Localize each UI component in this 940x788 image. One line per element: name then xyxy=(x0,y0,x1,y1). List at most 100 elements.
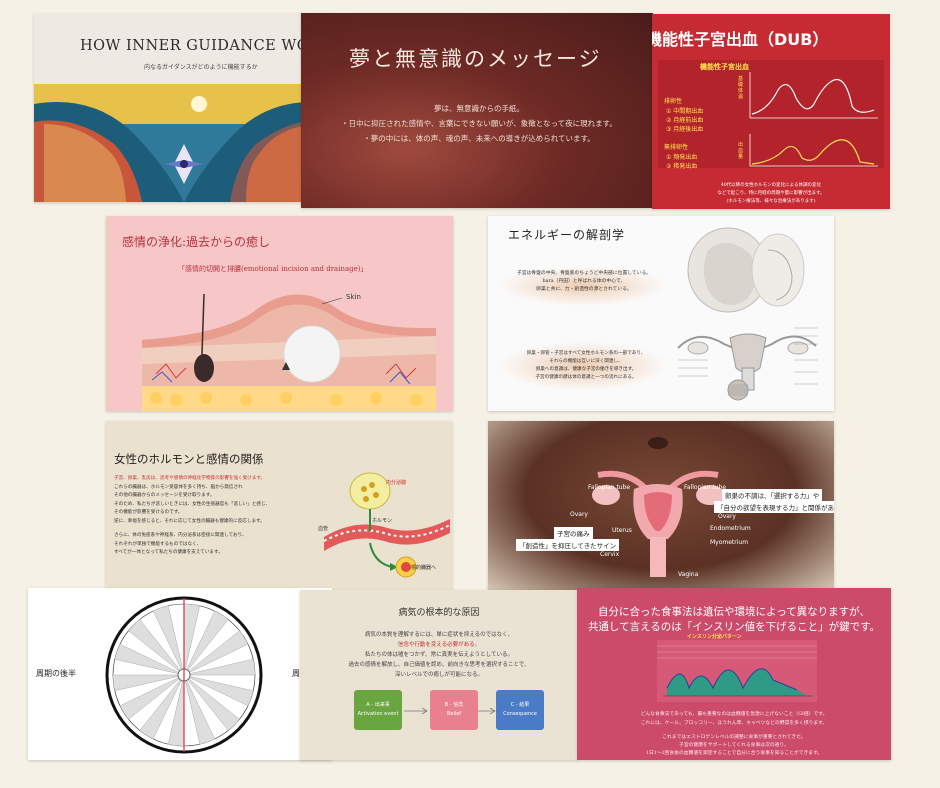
wheel-spoke xyxy=(168,674,185,745)
insulin-chart xyxy=(657,640,817,702)
slide-title: エネルギーの解剖学 xyxy=(508,228,626,242)
callout-uterus-pain: 子宮の痛み xyxy=(554,527,593,539)
wheel-wedge xyxy=(184,675,254,706)
slide-title-line-1: 自分に合った食事法は遺伝や環境によって異なりますが、 xyxy=(598,606,870,618)
wheel-spoke xyxy=(114,674,185,691)
label-hormone: ホルモン xyxy=(372,518,393,524)
slide-line-1: 夢は、無意識からの手紙。 xyxy=(434,104,524,113)
slide-line-2: ・日中に抑圧された感情や、言葉にできない願いが、象徴となって夜に現れます。 xyxy=(341,119,617,128)
wheel-spoke xyxy=(183,674,249,706)
slide-root-cause[interactable]: 病気の根本的な原因 病気の本質を理解するには、単に症状を抑えるのではなく、 信念… xyxy=(300,590,578,760)
text-block-2: 卵巣・卵管・子宮はすべて女性ホルモン系の一部であり、 それらの機能は互いに深く関… xyxy=(526,351,646,380)
slide-uterus-anatomy[interactable]: Fallopian tube Fallopian tube Ovary Ovar… xyxy=(488,421,834,591)
item-anovulatory-1: ① 頻発出血 xyxy=(666,154,698,161)
cycle-second-half-label: 周期の後半 xyxy=(36,669,76,678)
body-line-2: これには、ケール、ブロッコリー、ほうれん草、キャベツなどの野菜を多く摂ります。 xyxy=(640,721,828,726)
item-anovulatory-2: ② 稀発出血 xyxy=(666,163,698,170)
slide-subtitle: 内なるガイダンスがどのように機能するか xyxy=(144,64,258,71)
text-block-1: 子宮は骨盤の中央、骨盤底のちょうど中央部に位置している。 hara（丹田）と呼ば… xyxy=(516,271,652,292)
wheel-spoke xyxy=(183,644,249,676)
slide-title-line-2: 共通して言えるのは「インスリン値を下げること」が鍵です。 xyxy=(587,621,881,633)
wheel-wedge xyxy=(184,675,215,745)
slide-dream-messages[interactable]: 夢と無意識のメッセージ 夢は、無意識からの手紙。 ・日中に抑圧された感情や、言葉… xyxy=(301,13,653,208)
slide-cycle-wheel[interactable]: 周期の後半 周期の前半 xyxy=(28,588,332,760)
callout-ovary-desire: 「自分の欲望を表現する力」と関係がある xyxy=(714,501,834,513)
body-text: 子宮、卵巣、乳房は、思考や感情の神経化学物質の影響を強く受けます。 これらの臓器… xyxy=(114,476,271,555)
label-gland: 内分泌腺 xyxy=(386,480,407,486)
footer-line-2: などで起こり、特に月経の周期や量に影響が出ます。 xyxy=(717,191,825,196)
wheel-wedge xyxy=(184,675,240,731)
wheel-wedge xyxy=(184,611,229,675)
pelvic-anatomy-illustration xyxy=(677,227,818,401)
chart-title: インスリン分泌パターン xyxy=(687,634,742,640)
wheel-spoke xyxy=(183,610,215,676)
wheel-spoke xyxy=(183,630,240,676)
slide-title: HOW INNER GUIDANCE WOR xyxy=(80,38,321,54)
text-glow xyxy=(498,341,668,391)
label-ovary-left: Ovary xyxy=(570,511,588,518)
group-ovulatory: 排卵性 xyxy=(664,98,683,105)
skin-label: Skin xyxy=(346,293,361,301)
body-line-1: どんな食事法であっても、最も重要なのは血糖値を急激に上げないこと（GI値）です。 xyxy=(640,712,828,717)
label-cervix: Cervix xyxy=(600,551,620,558)
slide-hormones-emotions[interactable]: 女性のホルモンと感情の関係 子宮、卵巣、乳房は、思考や感情の神経化学物質の影響を… xyxy=(106,421,452,592)
label-ovary-right: Ovary xyxy=(718,513,736,520)
wheel-spoke xyxy=(139,674,185,731)
chart-panel xyxy=(658,60,884,168)
chart-title: 機能性子宮出血 xyxy=(700,63,749,71)
body-line-4: これまではエストロゲンレベルの調整に食事が重要とされてきた。 xyxy=(662,735,806,740)
footer-line-1: 40代以降の女性ホルモンの変化による体調の変化 xyxy=(720,183,822,188)
cycle-wheel xyxy=(105,596,263,754)
wheel-spoke xyxy=(114,659,185,676)
uterus-illustration xyxy=(592,437,724,577)
y-axis-label-2: 出血量 xyxy=(738,142,744,160)
wheel-wedge xyxy=(114,644,184,675)
body-line-1: 病気の本質を理解するには、単に症状を抑えるのではなく、 xyxy=(364,632,514,638)
wheel-spoke xyxy=(153,610,185,676)
wheel-spoke xyxy=(128,630,185,676)
label-fallopian-right: Fallopian tube xyxy=(684,484,727,491)
wheel-spoke xyxy=(119,674,185,706)
y-axis-label: 基礎体温 xyxy=(738,76,744,100)
label-uterus: Uterus xyxy=(612,527,632,534)
slide-inner-guidance[interactable]: HOW INNER GUIDANCE WOR 内なるガイダンスがどのように機能す… xyxy=(34,14,334,202)
body-line-5: 深いレベルでの癒しが可能になる。 xyxy=(394,672,483,678)
two-faces-illustration xyxy=(34,84,334,202)
wheel-spoke xyxy=(139,619,185,676)
body-line-2: 信念や行動を変える必要がある。 xyxy=(397,642,481,648)
wheel-wedge xyxy=(184,630,248,675)
wheel-wedge xyxy=(120,675,184,720)
skin-cross-section-illustration xyxy=(142,293,436,411)
hormone-diagram xyxy=(323,472,451,578)
slide-title: 女性のホルモンと感情の関係 xyxy=(114,452,264,466)
wheel-wedge xyxy=(153,605,184,675)
slide-title: 病気の根本的な原因 xyxy=(398,608,480,618)
slide-insulin[interactable]: 自分に合った食事法は遺伝や環境によって異なりますが、 共通して言えるのは「インス… xyxy=(577,588,891,760)
abc-arrows xyxy=(404,707,496,715)
body-line-5: 子宮の健康をサポートしてくれる食事は次の通り。 xyxy=(679,743,789,748)
label-target-organ: 標的臓器へ xyxy=(411,565,437,571)
wheel-spoke xyxy=(183,674,254,691)
wheel-spoke xyxy=(128,674,185,720)
wheel-spoke xyxy=(183,619,229,676)
slide-emotional-cleansing[interactable]: 感情の浄化:過去からの癒し 「感情的切開と排膿(emotional incisi… xyxy=(106,216,453,411)
slide-line-3: ・夢の中には、体の声、魂の声、未来への導きが込められています。 xyxy=(363,134,595,143)
text-glow xyxy=(498,266,668,306)
slide-title: 機能性子宮出血（DUB） xyxy=(652,30,829,49)
bleeding-curves xyxy=(749,72,878,167)
label-endometrium: Endometrium xyxy=(710,525,751,532)
wheel-spoke xyxy=(183,674,229,731)
label-blood-vessel: 血管 xyxy=(318,526,329,532)
callout-creativity: 「創造性」を抑圧してきたサイン xyxy=(516,539,620,551)
wheel-spoke xyxy=(183,674,200,745)
slide-energy-anatomy[interactable]: エネルギーの解剖学 子宮は骨盤の中央、骨盤底のちょうど中央部に位置している。 h… xyxy=(488,216,834,411)
item-ovulatory-2: ② 月経前出血 xyxy=(666,117,704,124)
slide-dub[interactable]: 機能性子宮出血（DUB） 機能性子宮出血 排卵性 ① 中間期出血 ② 月経前出血… xyxy=(652,14,890,209)
item-ovulatory-3: ③ 月経後出血 xyxy=(666,126,704,133)
callout-ovary-choice: 卵巣の不調は、「選択する力」や xyxy=(722,489,823,501)
body-line-4: 過去の感情を解放し、自己価値を認め、前向きな思考を選択することで、 xyxy=(348,662,530,668)
label-myometrium: Myometrium xyxy=(710,539,749,546)
wheel-spoke xyxy=(183,674,240,720)
